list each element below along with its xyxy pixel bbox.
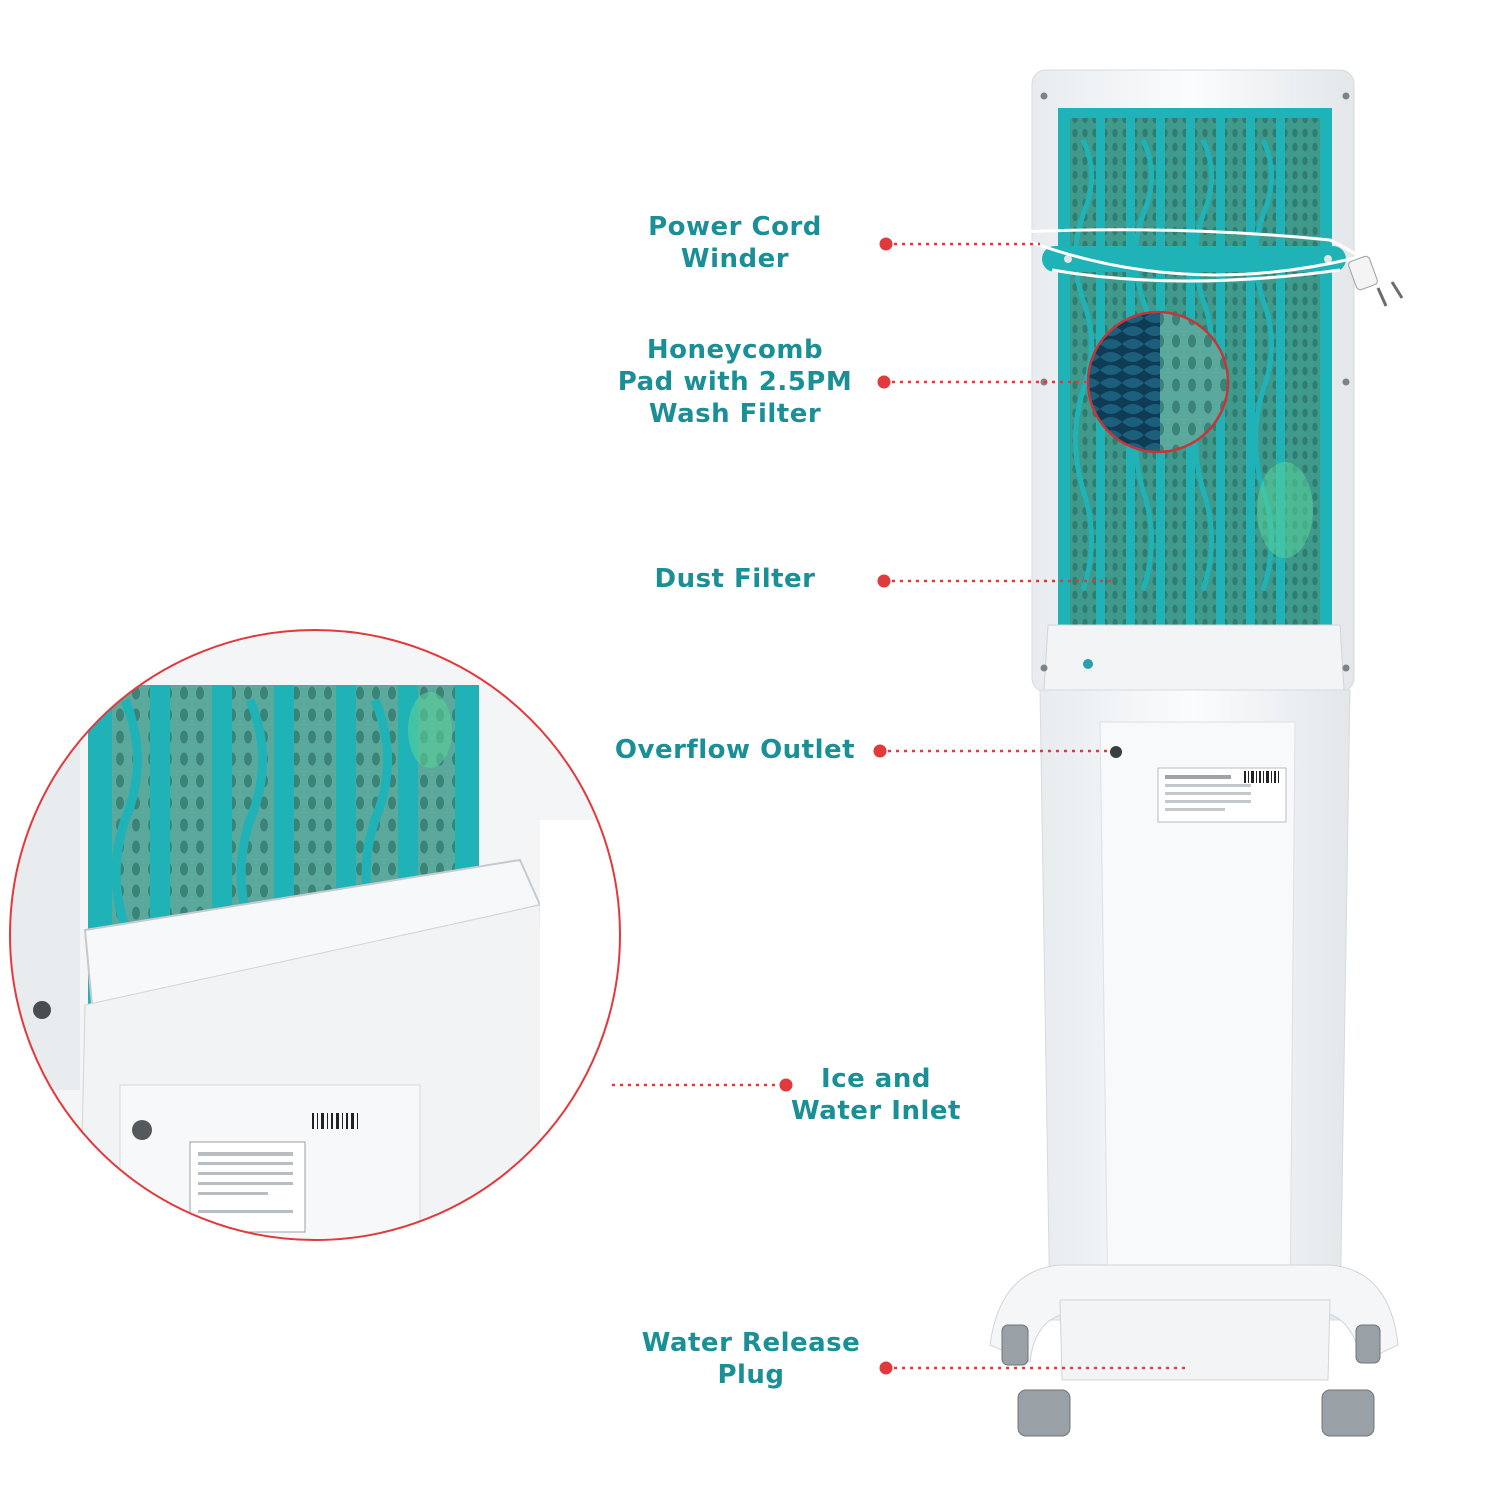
label-line: Winder [680,244,790,274]
label-water-release-plug: Water Release Plug [620,1327,882,1391]
label-line: Honeycomb [646,335,824,365]
callout-dot-inlet [779,1078,793,1092]
front-tray [1043,624,1345,691]
callout-dots [779,237,893,1375]
honeycomb-zoom [1086,310,1230,454]
callout-dot-dust-filter [877,574,891,588]
base-stand [989,1264,1399,1363]
label-line: Pad with 2.5PM [617,367,853,397]
label-line: Water Inlet [791,1096,961,1126]
label-line: Water Release [641,1328,861,1358]
callout-lines [612,242,1190,1370]
label-ice-water-inlet: Ice and Water Inlet [760,1063,992,1127]
label-line: Overflow Outlet [614,735,856,765]
callout-dot-power-cord [879,237,893,251]
rating-sticker [1157,767,1287,823]
label-dust-filter: Dust Filter [600,563,870,595]
label-line: Dust Filter [654,564,816,594]
label-power-cord-winder: Power Cord Winder [600,211,870,275]
label-line: Plug [717,1360,785,1390]
label-line: Power Cord [648,212,822,242]
label-overflow-outlet: Overflow Outlet [600,734,870,766]
power-cord [1019,228,1367,283]
label-line: Ice and [821,1064,931,1094]
inlet-zoom-inset [9,629,621,1241]
callout-dot-overflow [873,744,887,758]
label-line: Wash Filter [648,399,822,429]
tower-cooler [989,69,1404,1437]
power-plug [1348,255,1378,291]
callout-dot-release-plug [879,1361,893,1375]
overflow-outlet-hole [1110,746,1122,758]
callout-dot-honeycomb [877,375,891,389]
caster-wheels [1001,1324,1381,1437]
label-honeycomb-pad: Honeycomb Pad with 2.5PM Wash Filter [595,334,875,430]
inset-circle-border [9,629,621,1241]
